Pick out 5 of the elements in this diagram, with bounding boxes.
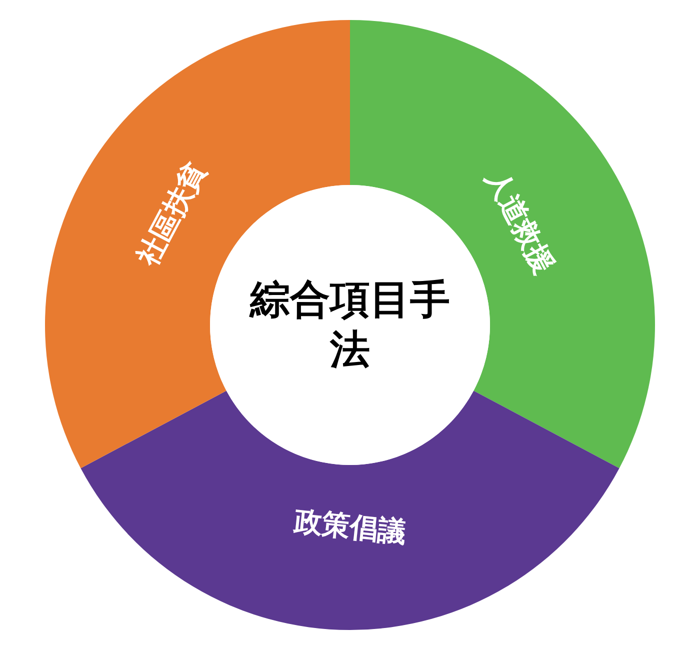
donut-segment <box>80 390 620 630</box>
center-title: 綜合項目手法 <box>250 276 450 375</box>
segment-label: 人道救援 <box>478 164 562 281</box>
segment-label: 政策倡議 <box>292 503 408 551</box>
segment-label: 社區扶貧 <box>130 156 214 273</box>
